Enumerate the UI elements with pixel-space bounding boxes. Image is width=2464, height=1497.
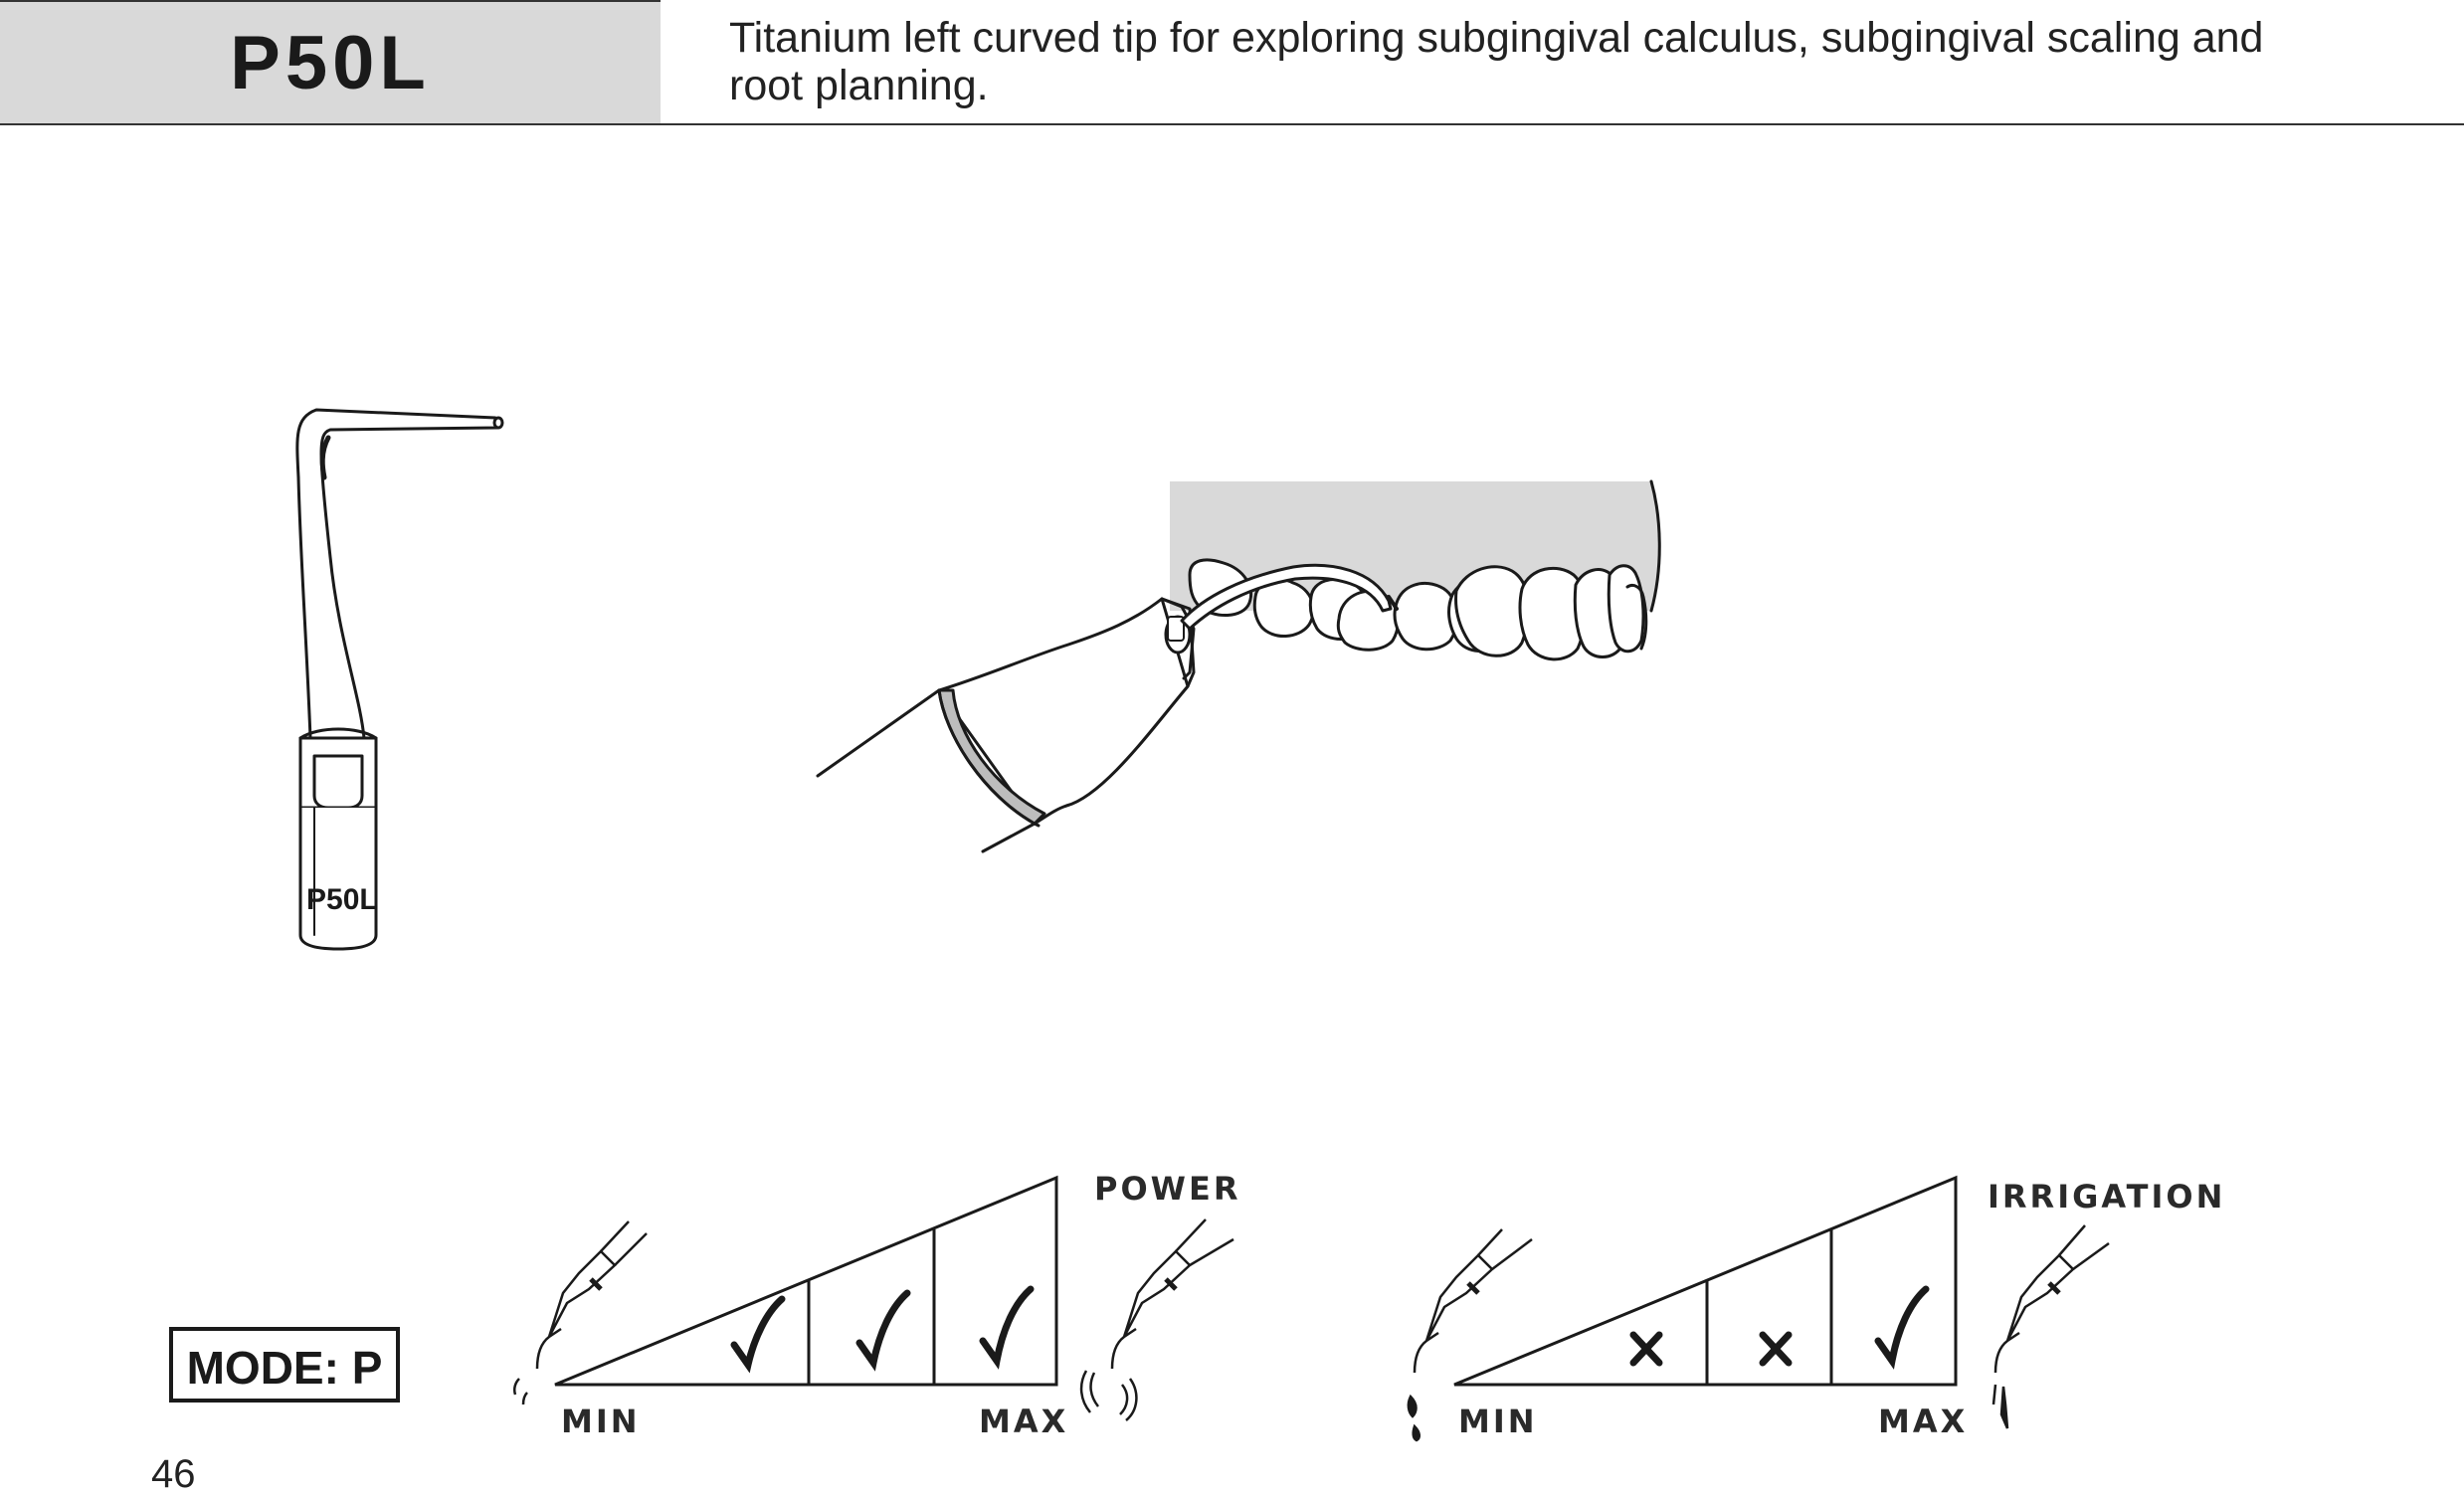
irrigation-max-handpiece-icon: [1991, 1224, 2110, 1429]
power-max-handpiece-icon: [1079, 1218, 1234, 1421]
irrigation-title: IRRIGATION: [1988, 1178, 2226, 1216]
irrigation-min-label: MIN: [1458, 1403, 1538, 1440]
irrigation-scale-chart: [1407, 1175, 2110, 1442]
power-level-3-check: [979, 1285, 1035, 1370]
irrigation-level-3-check: [1874, 1285, 1930, 1370]
header: P50L Titanium left curved tip for explor…: [0, 0, 2464, 125]
mode-badge: MODE: P: [169, 1327, 400, 1403]
header-divider: [0, 123, 2464, 125]
mode-label: MODE: P: [186, 1342, 383, 1394]
product-code: P50L: [230, 21, 431, 105]
handpiece-in-mouth-illustration: [816, 479, 1661, 853]
power-level-2-check: [855, 1289, 911, 1372]
tip-engraving: P50L: [306, 883, 378, 916]
irrigation-wedge: [1453, 1175, 1958, 1387]
power-min-label: MIN: [561, 1403, 641, 1440]
power-max-label: MAX: [979, 1403, 1069, 1440]
irrigation-min-handpiece-icon: [1407, 1228, 1533, 1442]
power-scale-chart: [512, 1175, 1234, 1421]
page-number: 46: [151, 1452, 196, 1496]
power-level-1-check: [730, 1295, 786, 1374]
irrigation-level-2-cross: [1759, 1331, 1793, 1367]
power-min-handpiece-icon: [512, 1220, 648, 1405]
irrigation-level-1-cross: [1629, 1331, 1663, 1367]
scaler-tip-illustration: [295, 408, 504, 951]
power-title: POWER: [1094, 1170, 1241, 1208]
product-description: Titanium left curved tip for exploring s…: [729, 14, 2264, 109]
code-box: P50L: [0, 0, 661, 125]
irrigation-max-label: MAX: [1878, 1403, 1969, 1440]
power-wedge: [554, 1175, 1058, 1387]
